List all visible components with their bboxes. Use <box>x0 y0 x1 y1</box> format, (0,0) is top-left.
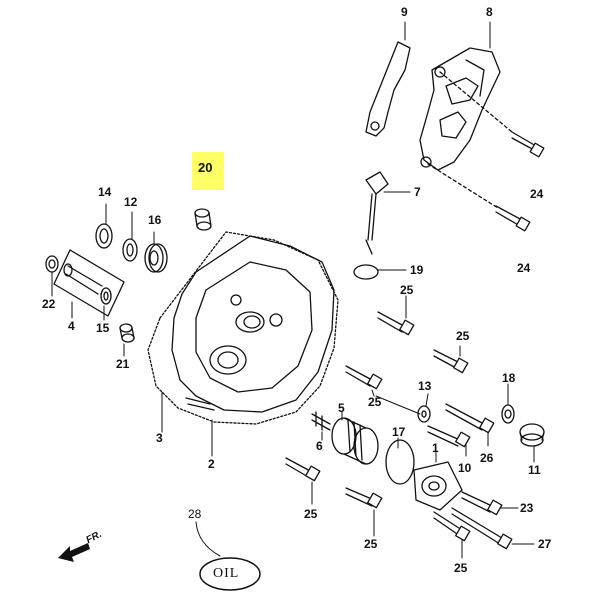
part-label-25-a: 25 <box>400 283 414 297</box>
oil-badge-outline <box>199 557 261 591</box>
part-label-28: 28 <box>188 507 202 521</box>
part-label-24-lower: 24 <box>517 261 531 275</box>
part-label-24-upper: 24 <box>530 187 544 201</box>
spring-6 <box>311 411 331 431</box>
bolt-24-upper <box>511 131 545 158</box>
bracket-plate-9 <box>365 41 411 137</box>
dowel-pin-20 <box>194 208 212 231</box>
dowel-21 <box>119 323 135 343</box>
washer-18 <box>501 404 515 424</box>
part-label-26: 26 <box>480 451 494 465</box>
bearing-16 <box>144 243 168 273</box>
part-label-25-c: 25 <box>368 395 382 409</box>
dipstick-7 <box>365 171 389 255</box>
part-label-18: 18 <box>502 371 516 385</box>
part-label-8: 8 <box>486 5 493 19</box>
part-label-25-d: 25 <box>304 507 318 521</box>
part-label-25-e: 25 <box>364 537 378 551</box>
sprocket-cover-8 <box>419 47 501 171</box>
part-label-16: 16 <box>148 213 162 227</box>
filter-cover-1 <box>413 461 463 511</box>
shaft-4 <box>63 263 103 295</box>
part-label-11: 11 <box>528 463 541 477</box>
assembly-box-4 <box>53 249 125 317</box>
part-label-9: 9 <box>401 5 408 19</box>
part-label-27: 27 <box>538 537 552 551</box>
oring-17 <box>385 439 415 485</box>
gasket-3 <box>147 231 339 425</box>
part-label-3: 3 <box>156 431 163 445</box>
plug-11 <box>519 423 545 447</box>
part-label-14: 14 <box>98 185 112 199</box>
part-label-13: 13 <box>418 379 432 393</box>
seal-15 <box>100 287 112 305</box>
part-label-7: 7 <box>414 185 421 199</box>
part-label-1: 1 <box>432 441 439 455</box>
part-label-19: 19 <box>410 263 424 277</box>
part-label-20-highlighted: 20 <box>192 152 224 190</box>
part-label-12: 12 <box>124 195 138 209</box>
part-label-21: 21 <box>116 357 130 371</box>
oring-19 <box>353 264 379 280</box>
part-label-23: 23 <box>520 501 534 515</box>
part-label-22: 22 <box>42 297 56 311</box>
long-bolts <box>285 311 513 550</box>
oil-badge-label: OIL <box>213 566 240 581</box>
part-label-4: 4 <box>68 319 75 333</box>
part-label-2: 2 <box>208 457 215 471</box>
front-arrow-icon <box>58 543 90 562</box>
part-label-5: 5 <box>338 401 345 415</box>
part-label-25-f: 25 <box>454 561 468 575</box>
part-label-17: 17 <box>392 425 406 439</box>
washer-13 <box>417 405 431 423</box>
oil-filter-5 <box>331 417 379 465</box>
washer-14 <box>95 223 113 249</box>
seal-22 <box>45 255 59 273</box>
part-label-25-b: 25 <box>456 329 470 343</box>
part-label-10: 10 <box>458 461 472 475</box>
part-label-15: 15 <box>96 321 110 335</box>
washer-12 <box>122 238 138 262</box>
part-label-6: 6 <box>316 439 323 453</box>
bolt-24-lower <box>495 205 531 232</box>
